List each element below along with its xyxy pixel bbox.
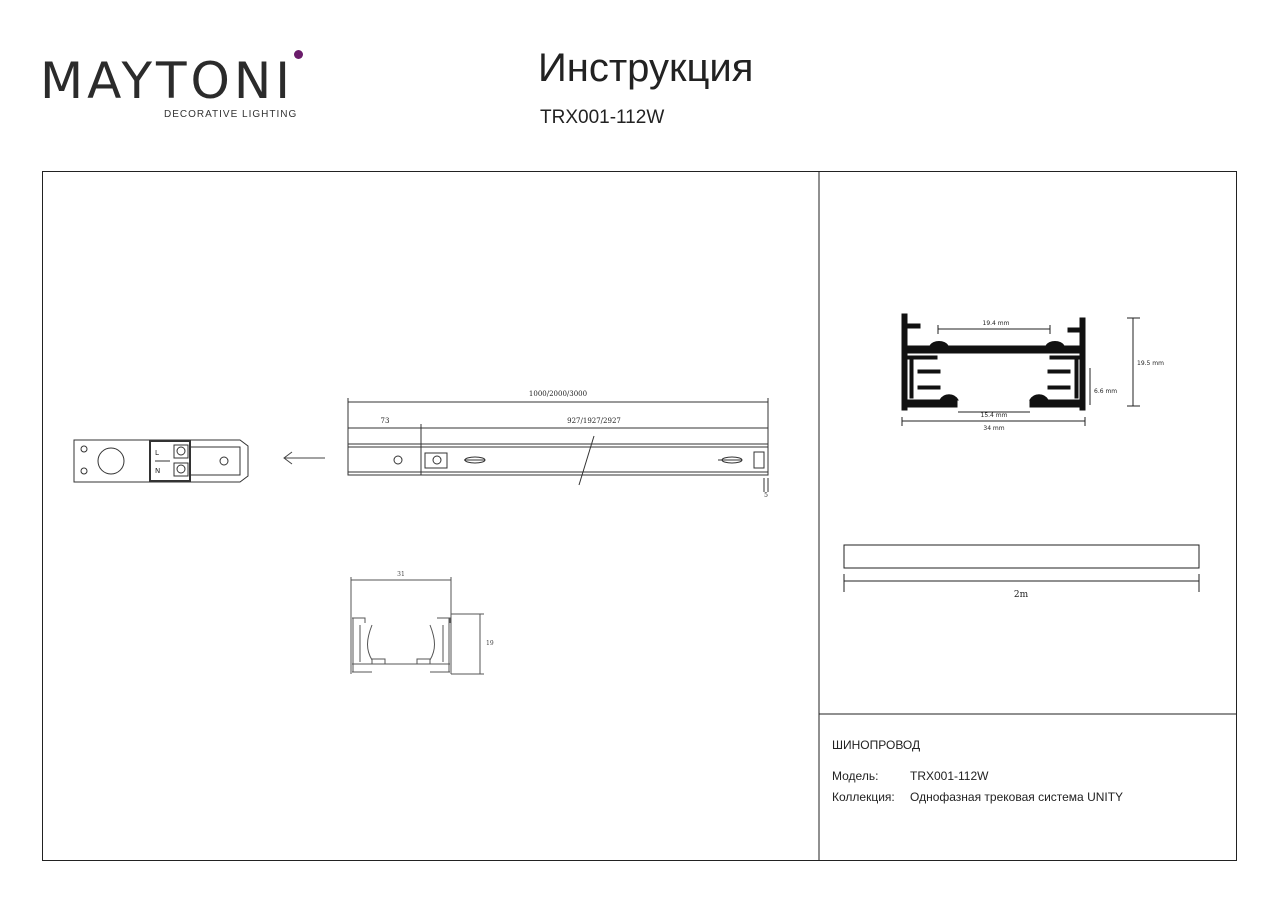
dim-profile-inner: 19.4 mm — [983, 320, 1010, 327]
logo-wordmark: MAYTONI — [40, 52, 295, 110]
product-info-panel: ШИНОПРОВОД Модель: TRX001-112W Коллекция:… — [819, 714, 1237, 861]
model-row: Модель: TRX001-112W — [832, 769, 988, 783]
document-model: TRX001-112W — [540, 107, 665, 128]
connector-label-l: L — [155, 449, 159, 457]
model-value: TRX001-112W — [910, 769, 989, 783]
direction-arrow — [283, 451, 325, 465]
dim-profile-bottom: 15.4 mm — [981, 412, 1008, 419]
collection-value: Однофазная трековая система UNITY — [910, 790, 1124, 804]
dim-profile-slot: 6.6 mm — [1094, 388, 1117, 395]
dim-profile-height: 19.5 mm — [1137, 360, 1164, 367]
track-front-view — [350, 577, 484, 675]
connector-label-n: N — [155, 467, 160, 475]
dim-front-height: 19 — [486, 640, 494, 647]
dim-end-gap: 5 — [764, 492, 768, 499]
dim-rail-length: 2m — [1014, 590, 1029, 600]
brand-logo: MAYTONI DECORATIVE LIGHTING — [40, 50, 310, 130]
dim-inner-length: 927/1927/2927 — [567, 417, 621, 425]
profile-dimensions — [901, 317, 1140, 426]
track-side-view — [347, 398, 769, 492]
connector-drawing — [73, 439, 249, 483]
dim-front-width: 31 — [397, 571, 405, 578]
logo-tagline: DECORATIVE LIGHTING — [164, 109, 298, 120]
collection-label: Коллекция: — [832, 790, 895, 804]
track-profile-section — [901, 313, 1086, 411]
dim-profile-width: 34 mm — [983, 425, 1004, 432]
collection-row: Коллекция: Однофазная трековая система UN… — [832, 790, 1123, 804]
logo-dot — [294, 50, 303, 59]
model-label: Модель: — [832, 769, 879, 783]
product-type: ШИНОПРОВОД — [832, 738, 921, 752]
dim-total-length: 1000/2000/3000 — [529, 390, 587, 398]
document-title: Инструкция — [538, 46, 754, 90]
rail-length-view — [843, 544, 1200, 592]
dim-end-length: 73 — [381, 417, 390, 425]
drawing-frame — [42, 171, 1237, 861]
